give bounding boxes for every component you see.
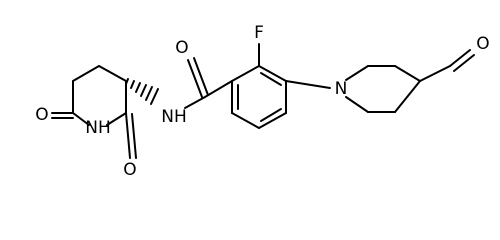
hash-1 — [125, 78, 129, 85]
bond-pip-6 — [345, 96, 369, 113]
bond-ch-cho — [419, 65, 451, 82]
atom-n-piperidine: N — [335, 79, 348, 99]
bond-nh-carbonyl — [184, 96, 206, 109]
bond-pip-1 — [345, 65, 369, 81]
bond-co-bottom-a — [125, 112, 131, 159]
hash-3 — [135, 82, 141, 93]
bond-ar-2 — [258, 65, 287, 82]
atom-o-bottom: O — [123, 160, 136, 180]
bond-pip-4 — [394, 80, 421, 113]
bond-carbonyl-o-b — [193, 57, 209, 96]
bond-ar-4-inner — [260, 108, 282, 122]
bond-cho-o-a — [449, 49, 471, 67]
bond-n-c-imide-left — [72, 112, 90, 126]
bond-cho-o-b — [453, 54, 475, 72]
hash-5 — [145, 86, 153, 101]
stereo-hash-bond — [125, 78, 159, 105]
hash-4 — [140, 84, 147, 97]
bond-c-c2 — [98, 65, 127, 82]
amide-group — [184, 57, 233, 109]
bond-c-n-imide-right — [106, 112, 127, 126]
glutarimide-ring — [51, 65, 137, 159]
bond-ar-1 — [231, 65, 260, 82]
bond-carbonyl-o-a — [187, 59, 203, 98]
piperidine-ring — [345, 49, 475, 113]
atom-nh-amide: NH — [161, 107, 187, 127]
bond-ar-n — [285, 80, 331, 89]
atom-nh-imide: NH — [85, 118, 111, 138]
structure-canvas: O NH O NH O F N O — [35, 23, 489, 180]
bond-pip-3 — [394, 65, 421, 82]
atom-o-left: O — [35, 105, 48, 125]
bond-co-bottom-b — [131, 113, 137, 159]
hash-2 — [130, 80, 135, 89]
bond-ar-4 — [258, 112, 287, 129]
bond-carbonyl-aryl — [204, 80, 233, 98]
molecule-diagram: O NH O NH O F N O — [35, 23, 489, 180]
atom-labels: O NH O NH O F N O — [35, 23, 489, 180]
bond-ar-2-inner — [260, 72, 282, 86]
bond-c-c1 — [72, 65, 100, 82]
bond-ar-5 — [231, 112, 260, 129]
atom-o-amide: O — [175, 38, 188, 58]
hash-6 — [150, 88, 159, 105]
atom-o-aldehyde: O — [476, 34, 489, 54]
benzene-ring — [231, 43, 331, 129]
atom-f: F — [254, 23, 264, 43]
